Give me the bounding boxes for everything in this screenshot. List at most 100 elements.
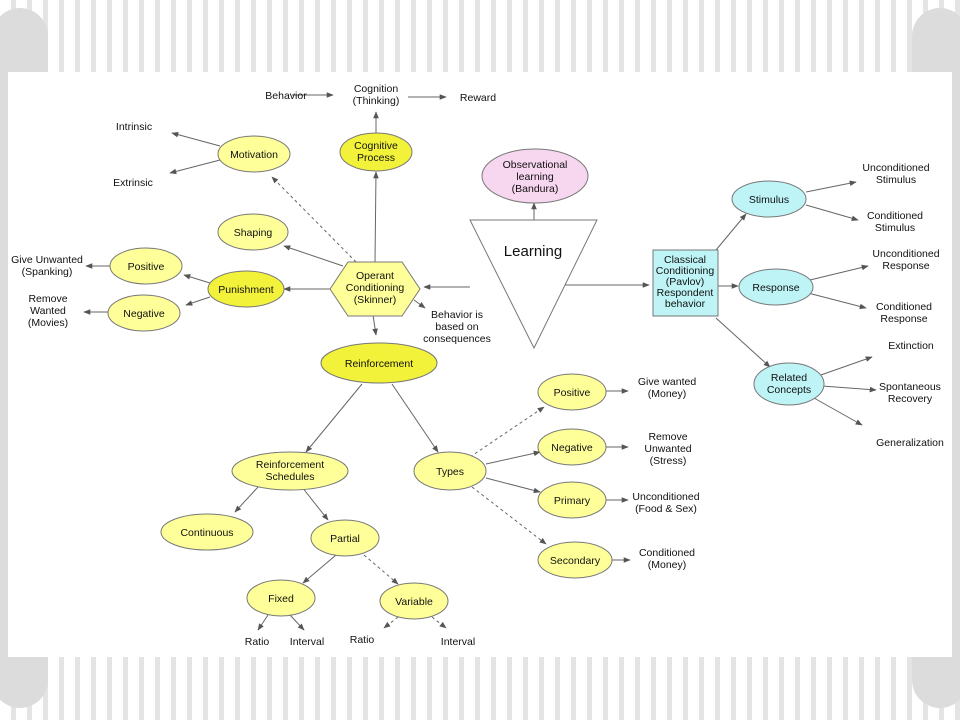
remove-wanted-label-2: Wanted [30,305,66,317]
generalization-label: Generalization [876,437,944,449]
punishment-negative-node [107,294,181,332]
fixed-interval-label: Interval [290,636,324,648]
type-primary-node [537,481,607,519]
edge-types-positive [469,406,545,458]
edge-related-extinction [817,356,873,377]
learning-triangle [469,219,598,350]
punishment-positive-node [109,247,183,285]
reinforcement-label: Reinforcement [345,358,413,370]
edge-stimulus-conditioned [805,204,859,221]
unconditioned-food-label-1: Unconditioned [632,491,699,503]
spontaneous-recovery-label-2: Recovery [888,393,933,405]
remove-wanted-label-3: (Movies) [28,317,68,329]
classical-label-2: Conditioning [656,265,715,277]
operant-label-3: (Skinner) [354,294,397,306]
classical-label-4: Respondent [657,287,714,299]
edge-reinforcement-schedules [305,383,363,453]
edge-response-conditioned [807,292,867,310]
related-concepts-label-1: Related [771,372,807,384]
give-wanted-label-2: (Money) [648,388,687,400]
concept-map: Learning Observational learning (Bandura… [11,83,944,648]
cognitive-process-label-2: Process [357,152,395,164]
remove-unwanted-label-1: Remove [648,431,687,443]
type-positive-node [537,373,607,411]
operant-node [329,261,421,317]
edge-punishment-negative [185,296,211,306]
related-concepts-node [753,362,825,406]
type-primary-label: Primary [554,495,591,507]
variable-node [379,582,449,620]
classical-label-5: behavior [665,298,706,310]
variable-label: Variable [395,596,433,608]
edge-operant-consequences [413,299,426,309]
edge-classical-related [715,317,771,368]
operant-label-1: Operant [356,270,394,282]
edge-reinforcement-types [391,383,439,453]
stimulus-label: Stimulus [749,194,789,206]
continuous-node [160,513,254,551]
type-negative-label: Negative [551,442,593,454]
give-unwanted-label-2: (Spanking) [22,266,73,278]
continuous-label: Continuous [180,527,233,539]
edge-punishment-positive [183,274,211,284]
reinforcement-schedules-node [231,451,349,491]
edge-types-secondary [471,486,547,545]
nodes [107,132,825,620]
motivation-node [217,135,291,173]
edge-schedules-continuous [234,486,259,513]
variable-ratio-label: Ratio [350,634,375,646]
edge-operant-cognitive [373,171,379,263]
shaping-label: Shaping [234,227,273,239]
reinforcement-node [320,342,438,384]
partial-label: Partial [330,533,360,545]
edge-motivation-intrinsic [171,131,221,147]
free-labels: Behavior Cognition (Thinking) Reward Int… [11,83,944,648]
variable-interval-label: Interval [441,636,475,648]
cognition-label-1: Cognition [354,83,399,95]
cognitive-process-node [339,132,413,172]
conditioned-money-label-1: Conditioned [639,547,695,559]
stimulus-node [731,180,807,218]
conditioned-response-label-2: Response [880,313,927,325]
edge-operant-shaping [283,245,344,267]
cognitive-process-label-1: Cognitive [354,140,398,152]
unconditioned-stimulus-label-2: Stimulus [876,174,916,186]
type-positive-label: Positive [554,387,591,399]
edge-fixed-interval [289,614,305,631]
types-node [413,451,487,491]
observational-label-1: Observational [503,159,568,171]
operant-label-2: Conditioning [346,282,405,294]
extinction-label: Extinction [888,340,934,352]
fixed-node [246,579,316,617]
edge-operant-reinforcement [372,314,378,336]
node-texts: Learning Observational learning (Bandura… [123,140,811,608]
unconditioned-food-label-2: (Food & Sex) [635,503,697,515]
punishment-label: Punishment [218,284,274,296]
give-wanted-label-1: Give wanted [638,376,697,388]
remove-unwanted-label-3: (Stress) [650,455,687,467]
observational-label-3: (Bandura) [512,183,559,195]
partial-node [310,519,380,557]
consequences-label-3: consequences [423,333,491,345]
edge-partial-fixed [302,554,337,584]
consequences-label-1: Behavior is [431,309,483,321]
related-concepts-label-2: Concepts [767,384,811,396]
punishment-positive-label: Positive [128,261,165,273]
unconditioned-response-label-1: Unconditioned [872,248,939,260]
observational-node [481,148,589,204]
cognition-label-2: (Thinking) [353,95,400,107]
fixed-label: Fixed [268,593,294,605]
conditioned-stimulus-label-2: Stimulus [875,222,915,234]
consequences-label-2: based on [435,321,478,333]
conditioned-stimulus-label-1: Conditioned [867,210,923,222]
edge-types-negative [485,450,541,465]
learning-label: Learning [504,243,562,260]
reinforcement-schedules-label-1: Reinforcement [256,459,324,471]
observational-label-2: learning [516,171,554,183]
motivation-label: Motivation [230,149,278,161]
behavior-label: Behavior [265,90,307,102]
type-negative-node [537,428,607,466]
conditioned-money-label-2: (Money) [648,559,687,571]
edge-types-primary [485,477,541,494]
punishment-negative-label: Negative [123,308,165,320]
